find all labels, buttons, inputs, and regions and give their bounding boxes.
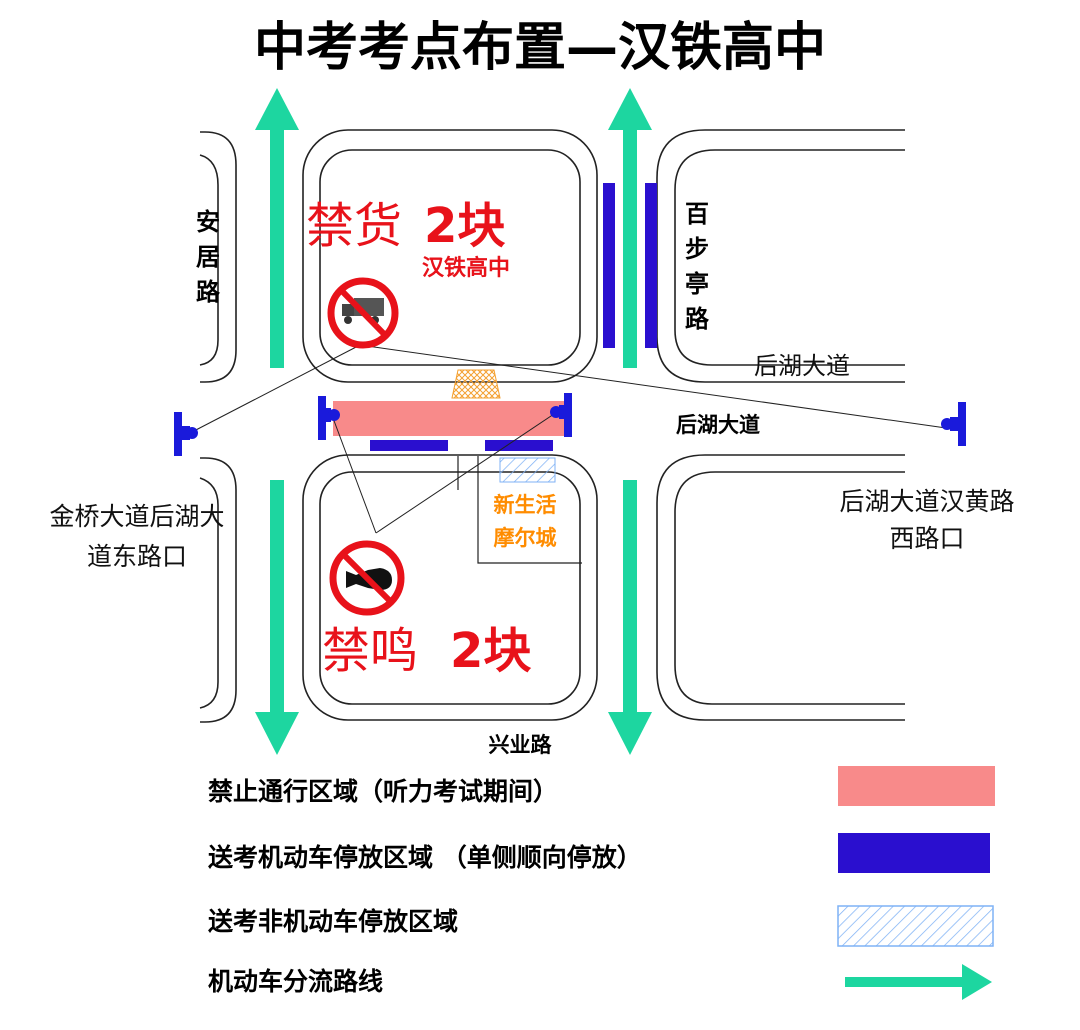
legend: 禁止通行区域（听力考试期间） 送考机动车停放区域 （单侧顺向停放） 送考非机动车… <box>208 766 995 1000</box>
svg-text:居: 居 <box>196 243 220 271</box>
no-traffic-zone <box>333 401 565 436</box>
road-label-baibuting: 百 步 亭 路 <box>685 200 710 333</box>
school-gate <box>451 369 501 399</box>
road-label-xingye: 兴业路 <box>489 733 553 757</box>
svg-text:亭: 亭 <box>685 270 709 298</box>
legend-car-parking-label: 送考机动车停放区域 （单侧顺向停放） <box>208 843 642 872</box>
legend-diversion-label: 机动车分流路线 <box>208 967 383 996</box>
diversion-routes <box>255 88 652 755</box>
svg-text:金桥大道后湖大: 金桥大道后湖大 <box>49 502 224 531</box>
svg-text:道东路口: 道东路口 <box>87 542 187 571</box>
camera-west <box>174 412 198 456</box>
svg-text:西路口: 西路口 <box>889 524 964 553</box>
legend-no-traffic-swatch <box>838 766 995 806</box>
svg-text:步: 步 <box>685 235 709 263</box>
legend-no-traffic-label: 禁止通行区域（听力考试期间） <box>208 777 558 806</box>
school-label: 汉铁高中 <box>422 255 510 281</box>
camera-sightlines <box>191 344 947 534</box>
camera-gate-right <box>550 393 572 437</box>
legend-arrow-icon <box>845 964 992 1000</box>
mall-label-line2: 摩尔城 <box>494 526 557 550</box>
camera-label-east: 后湖大道汉黄路 西路口 <box>839 487 1014 553</box>
camera-label-west: 金桥大道后湖大 道东路口 <box>49 502 224 571</box>
no-horn-sign-icon <box>329 540 405 616</box>
legend-bike-parking-swatch <box>837 905 994 947</box>
svg-text:路: 路 <box>196 278 221 306</box>
camera-east <box>941 402 966 446</box>
svg-text:后湖大道汉黄路: 后湖大道汉黄路 <box>839 487 1014 516</box>
road-label-houhu-upper: 后湖大道 <box>754 352 850 380</box>
mall-label-line1: 新生活 <box>494 493 557 517</box>
legend-car-parking-swatch <box>838 833 990 873</box>
car-parking-areas <box>370 183 657 451</box>
camera-gate-left <box>318 396 340 440</box>
bike-parking-area <box>499 457 556 483</box>
page-title: 中考考点布置—汉铁高中 <box>254 18 826 78</box>
legend-bike-parking-label: 送考非机动车停放区域 <box>208 907 458 936</box>
svg-text:百: 百 <box>685 200 709 228</box>
no-truck-sign-icon <box>327 277 399 349</box>
road-label-anju: 安 居 路 <box>196 208 221 306</box>
svg-text:安: 安 <box>196 208 220 236</box>
road-label-houhu-main: 后湖大道 <box>676 413 760 437</box>
svg-text:路: 路 <box>685 305 710 333</box>
